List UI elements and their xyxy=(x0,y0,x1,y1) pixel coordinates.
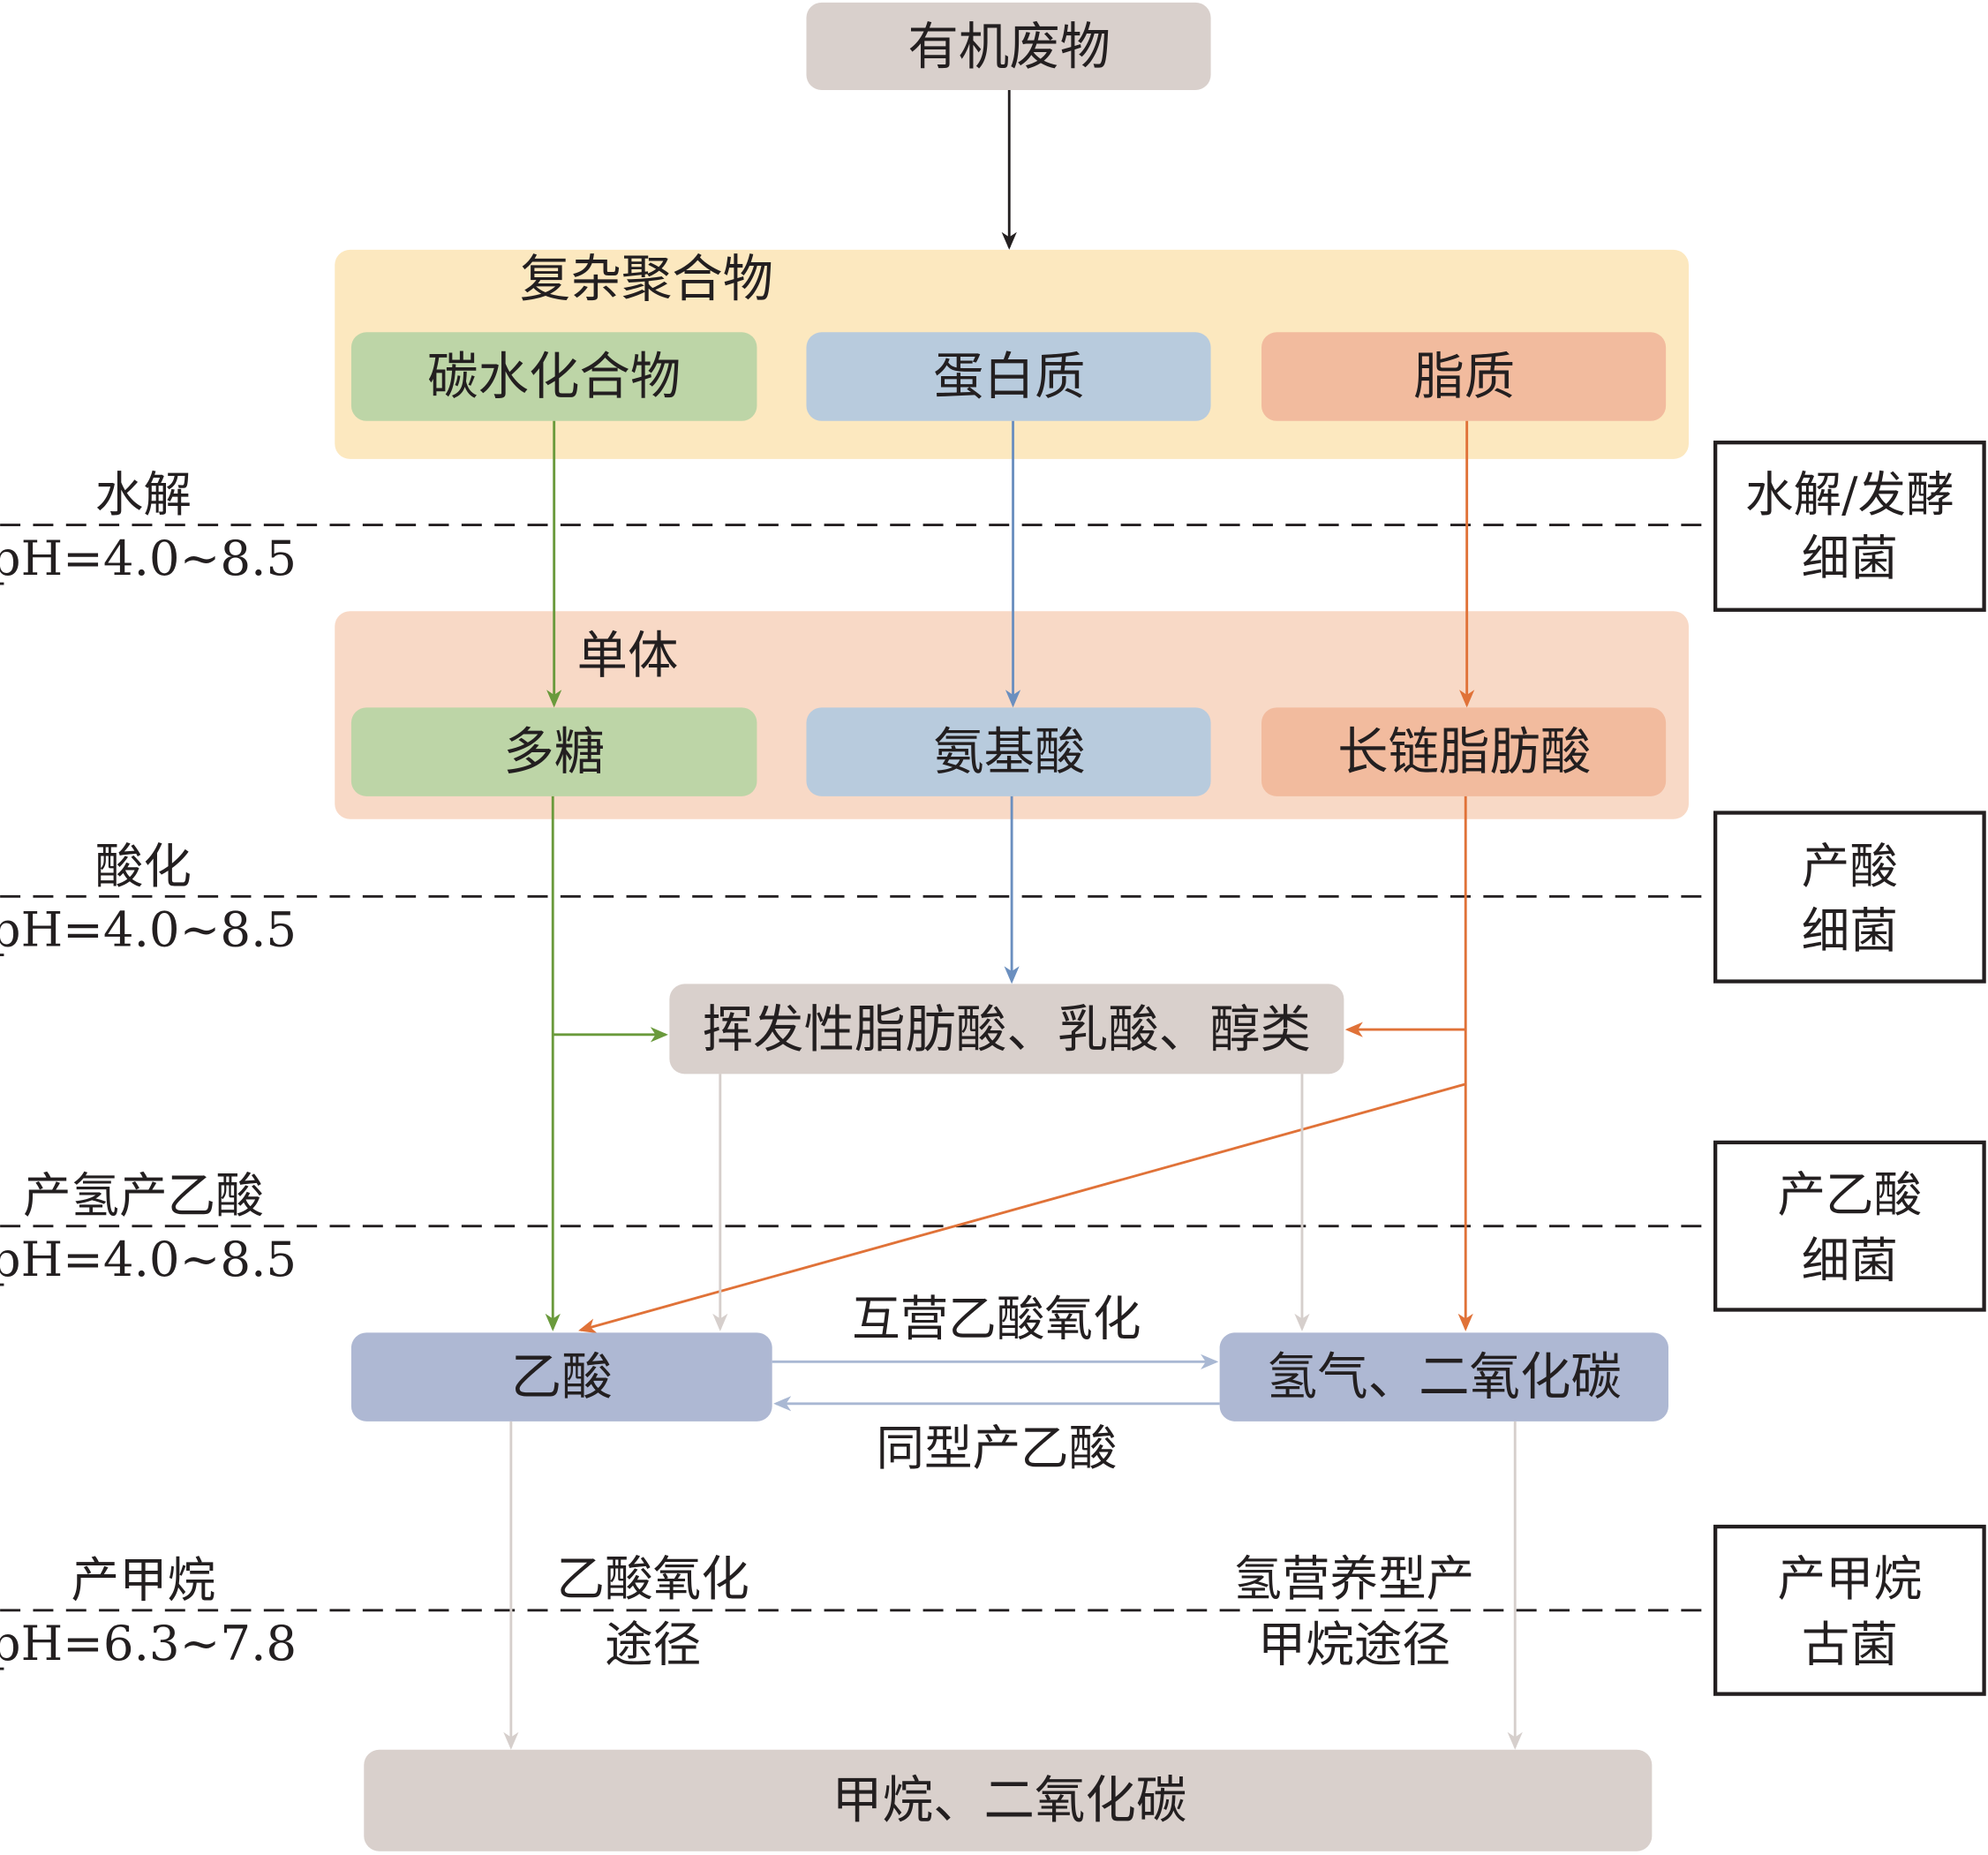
microbe-label: 细菌 xyxy=(1802,530,1898,586)
phase-ph: pH=4.0~8.5 xyxy=(0,1231,297,1287)
source-box xyxy=(806,2,1211,90)
microbe-label: 古菌 xyxy=(1802,1617,1898,1673)
microbe-box xyxy=(1713,811,1986,984)
path-label: 氢营养型产 xyxy=(1233,1550,1474,1607)
box-label: 氢气、二氧化碳 xyxy=(1267,1347,1622,1406)
box-label: 挥发性脂肪酸、乳酸、醇类 xyxy=(703,1000,1311,1059)
panel-label: 复杂聚合物 xyxy=(520,249,773,308)
microbe-boxes xyxy=(1713,441,1986,1696)
phase-name: 产甲烷 xyxy=(72,1551,216,1608)
path-label: 乙酸氧化 xyxy=(557,1550,749,1607)
phase-ph: pH=4.0~8.5 xyxy=(0,901,297,958)
arrow-label: 同型产乙酸 xyxy=(876,1420,1117,1476)
microbe-label: 细菌 xyxy=(1802,902,1898,959)
protein-box xyxy=(806,332,1211,421)
box-label: 多糖 xyxy=(503,722,605,781)
microbe-label: 产甲烷 xyxy=(1778,1550,1923,1607)
box-label: 氨基酸 xyxy=(933,722,1085,781)
amino-acid-box xyxy=(806,707,1211,796)
phase-name: 水解 xyxy=(95,466,192,523)
phase-name: 产氢产乙酸 xyxy=(23,1167,264,1224)
lipid-box xyxy=(1261,332,1667,421)
microbe-box xyxy=(1713,1140,1986,1312)
box-label: 乙酸 xyxy=(511,1347,613,1406)
box-label: 蛋白质 xyxy=(933,347,1085,406)
vfa-box xyxy=(669,984,1344,1075)
microbe-label: 水解/发酵 xyxy=(1745,466,1954,523)
phase-ph: pH=6.3~7.8 xyxy=(0,1615,297,1671)
sugar-box xyxy=(350,707,757,796)
phase-dividers xyxy=(0,524,1714,1612)
lcfa-box xyxy=(1261,707,1667,796)
microbe-box xyxy=(1713,441,1986,612)
source-label: 有机废物 xyxy=(907,18,1111,77)
phase-name: 酸化 xyxy=(95,838,192,894)
panel-label: 单体 xyxy=(577,626,679,685)
path-label: 甲烷途径 xyxy=(1258,1617,1450,1673)
microbe-label: 产乙酸 xyxy=(1778,1166,1923,1223)
path-label: 途径 xyxy=(605,1617,701,1673)
box-label: 脂质 xyxy=(1413,347,1515,406)
phase-labels: 水解 pH=4.0~8.5 酸化 pH=4.0~8.5 产氢产乙酸 pH=4.0… xyxy=(0,466,297,1671)
box-label: 甲烷、二氧化碳 xyxy=(832,1771,1186,1830)
acetate-box xyxy=(350,1332,772,1421)
orange-diagonal-arrow xyxy=(578,1082,1466,1334)
microbe-label: 细菌 xyxy=(1802,1232,1898,1288)
carbohydrate-box xyxy=(350,332,757,421)
phase-ph: pH=4.0~8.5 xyxy=(0,530,297,586)
product-box xyxy=(364,1749,1653,1851)
box-label: 长链脂肪酸 xyxy=(1337,722,1591,781)
h2-co2-box xyxy=(1219,1332,1668,1421)
microbe-label: 产酸 xyxy=(1802,838,1898,894)
microbe-box xyxy=(1713,1524,1986,1696)
box-label: 碳水化合物 xyxy=(427,347,681,406)
arrow-label: 互营乙酸氧化 xyxy=(852,1291,1141,1347)
